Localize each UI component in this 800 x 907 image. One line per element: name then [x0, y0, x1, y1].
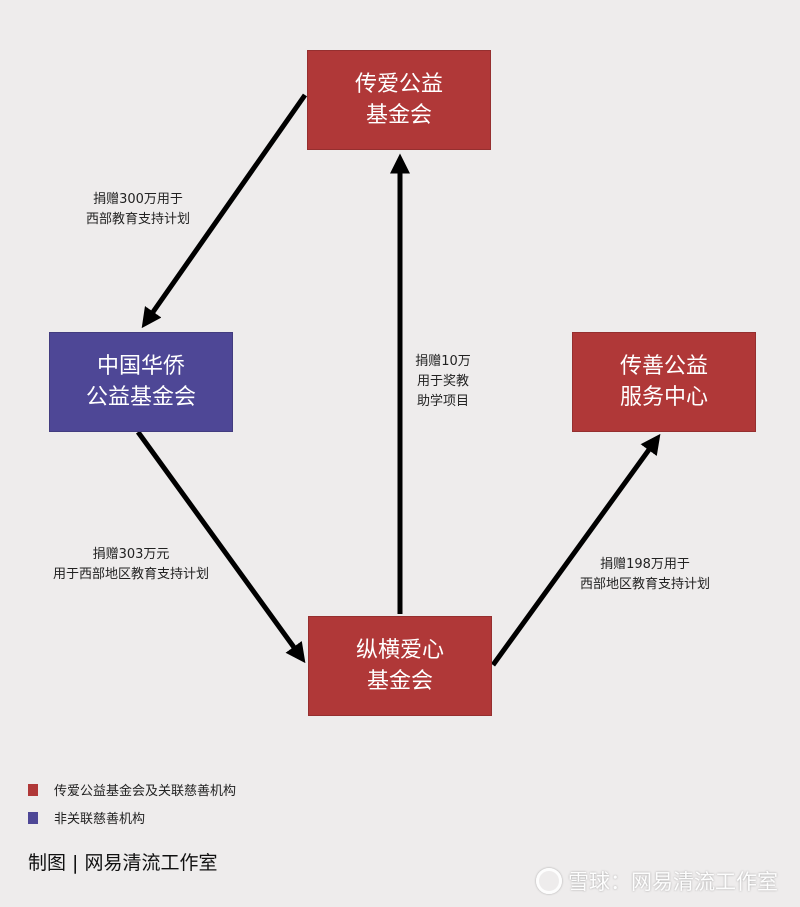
- node-label: 基金会: [366, 669, 433, 694]
- legend-swatch-red: [28, 783, 38, 796]
- node-huaqiao-foundation: 中国华侨 公益基金会: [49, 332, 233, 432]
- watermark-text: 雪球：网易清流工作室: [568, 870, 778, 894]
- legend-swatch-blue: [28, 811, 38, 824]
- edge-label-zongheng-to-chuanshan: 捐赠198万用于 西部地区教育支持计划: [580, 555, 710, 595]
- legend-item-non-affiliated: 非关联慈善机构: [28, 808, 145, 827]
- node-label: 传爱公益: [354, 72, 443, 97]
- chart-credit: 制图 | 网易清流工作室: [28, 852, 218, 874]
- edge-label-line: 西部教育支持计划: [85, 212, 191, 227]
- edge-label-chuanai-to-huaqiao: 捐赠300万用于 西部教育支持计划: [86, 190, 190, 230]
- arrow-huaqiao-to-zongheng: [135, 430, 306, 664]
- arrow-chuanai-to-huaqiao: [141, 93, 308, 329]
- edge-label-line: 西部地区教育支持计划: [579, 577, 711, 592]
- node-zongheng-foundation: 纵横爱心 基金会: [308, 616, 492, 716]
- node-label: 中国华侨: [96, 354, 185, 379]
- legend-label: 传爱公益基金会及关联慈善机构: [54, 784, 237, 799]
- edge-label-line: 用于奖教: [416, 374, 470, 389]
- node-chuanshan-center: 传善公益 服务中心: [572, 332, 756, 432]
- node-chuanai-foundation: 传爱公益 基金会: [307, 50, 491, 150]
- arrow-zongheng-to-chuanshan: [490, 433, 661, 667]
- node-label: 服务中心: [619, 385, 708, 410]
- watermark: 雪球：网易清流工作室: [536, 866, 778, 896]
- legend-label: 非关联慈善机构: [54, 812, 146, 827]
- edge-label-line: 用于西部地区教育支持计划: [52, 567, 210, 582]
- edge-label-line: 助学项目: [416, 394, 470, 409]
- edge-label-huaqiao-to-zongheng: 捐赠303万元 用于西部地区教育支持计划: [53, 545, 209, 585]
- edge-label-line: 捐赠10万: [415, 354, 471, 369]
- node-label: 传善公益: [619, 354, 708, 379]
- legend-item-affiliated: 传爱公益基金会及关联慈善机构: [28, 780, 236, 799]
- xueqiu-logo-icon: [536, 868, 562, 894]
- node-label: 公益基金会: [85, 385, 196, 410]
- node-label: 纵横爱心: [355, 638, 444, 663]
- edge-label-line: 捐赠303万元: [92, 547, 170, 562]
- edge-label-line: 捐赠198万用于: [600, 557, 690, 572]
- edge-label-line: 捐赠300万用于: [93, 192, 183, 207]
- edge-label-zongheng-to-chuanai: 捐赠10万 用于奖教 助学项目: [415, 352, 471, 412]
- node-label: 基金会: [365, 103, 432, 128]
